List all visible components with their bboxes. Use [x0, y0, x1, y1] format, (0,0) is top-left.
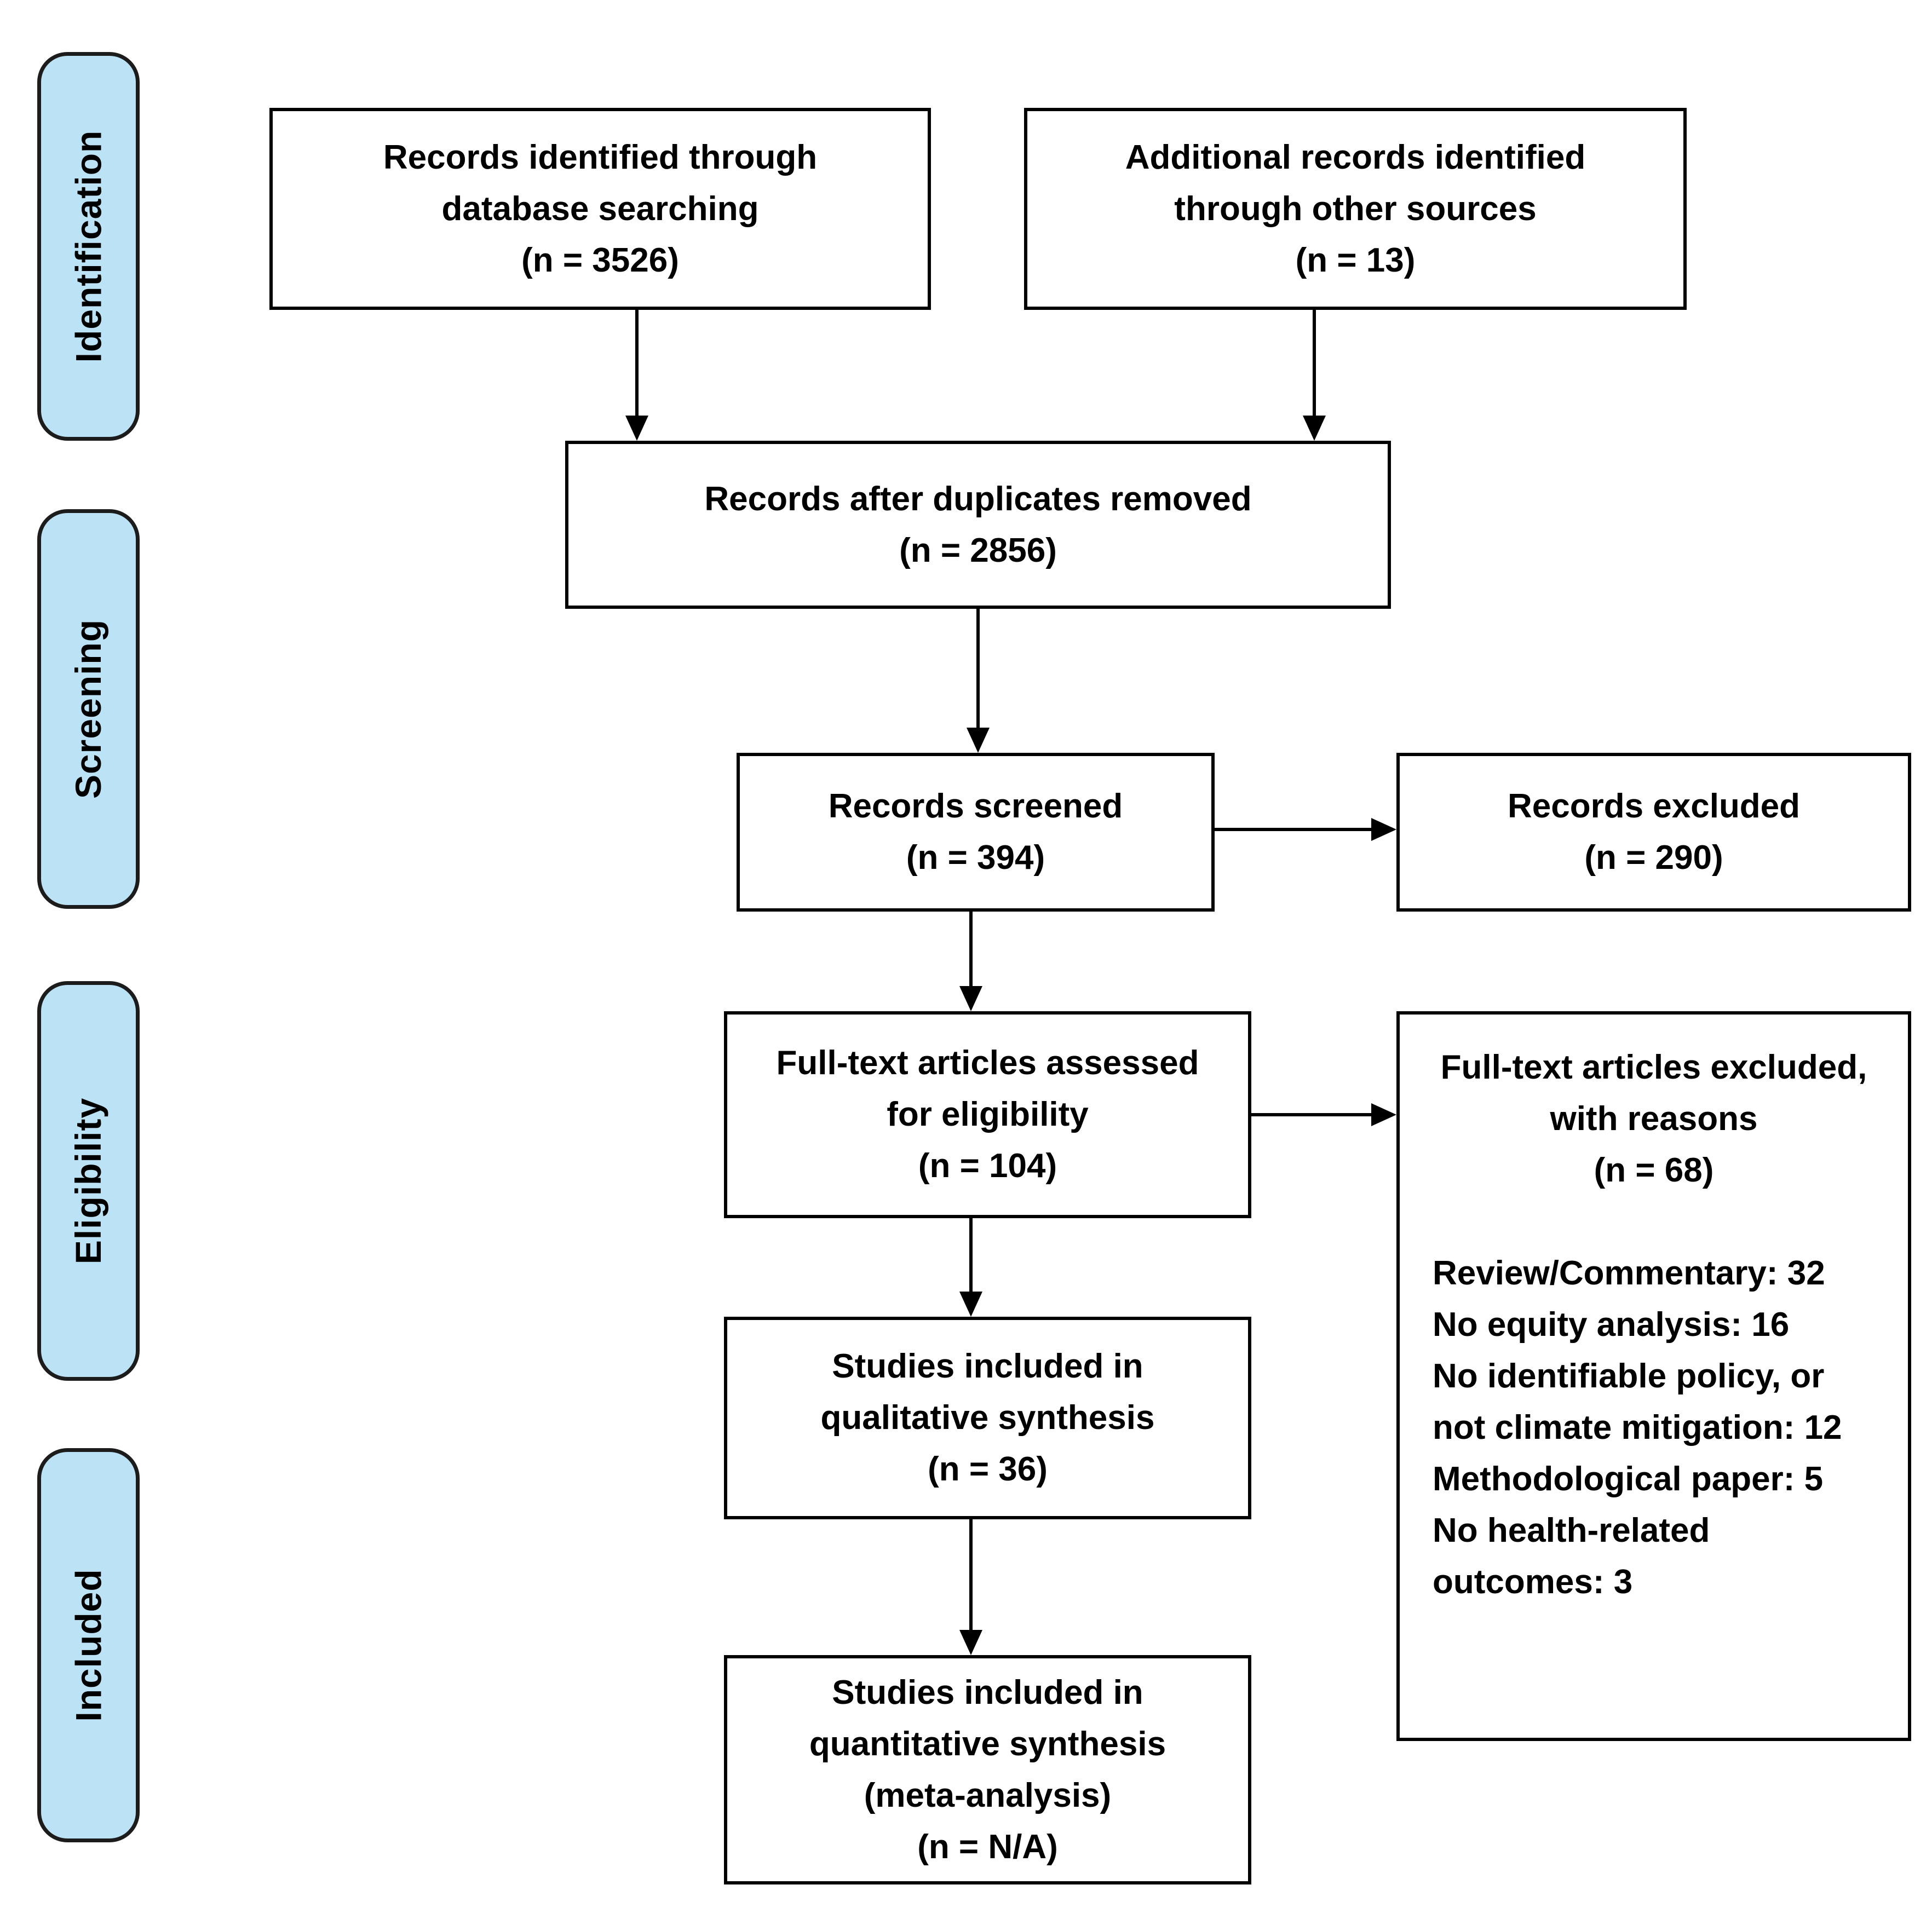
box-records-excluded-text: Records excluded (n = 290) — [1507, 787, 1801, 877]
box-fulltext-assessed-text: Full-text articles assessed for eligibil… — [776, 1044, 1199, 1185]
arrow-additional-to-dedup-icon — [1303, 310, 1326, 441]
box-fulltext-assessed: Full-text articles assessed for eligibil… — [724, 1011, 1251, 1218]
stage-included: Included — [37, 1448, 140, 1842]
box-qualitative-synthesis-text: Studies included in qualitative synthesi… — [820, 1347, 1155, 1488]
box-quantitative-synthesis-text: Studies included in quantitative synthes… — [809, 1673, 1166, 1866]
box-records-screened: Records screened (n = 394) — [737, 753, 1215, 912]
stage-identification-label: Identification — [68, 130, 109, 363]
box-additional-records-text: Additional records identified through ot… — [1125, 138, 1586, 279]
stage-identification: Identification — [37, 52, 140, 441]
box-quantitative-synthesis: Studies included in quantitative synthes… — [724, 1655, 1251, 1884]
stage-eligibility: Eligibility — [37, 981, 140, 1381]
box-fulltext-excluded-title: Full-text articles excluded, with reason… — [1440, 1048, 1867, 1189]
arrow-screened-to-fulltext-icon — [959, 912, 982, 1011]
stage-included-label: Included — [68, 1569, 109, 1722]
stage-screening-label: Screening — [68, 619, 109, 799]
box-records-excluded: Records excluded (n = 290) — [1396, 753, 1911, 912]
arrow-fulltext-to-excluded-icon — [1251, 1103, 1396, 1126]
arrow-dedup-to-screened-icon — [967, 609, 990, 753]
stage-screening: Screening — [37, 509, 140, 909]
arrow-identified-to-dedup-icon — [625, 310, 648, 441]
box-duplicates-removed-text: Records after duplicates removed (n = 28… — [704, 480, 1252, 569]
box-additional-records: Additional records identified through ot… — [1024, 108, 1687, 310]
box-records-screened-text: Records screened (n = 394) — [828, 787, 1123, 877]
box-records-identified-text: Records identified through database sear… — [383, 138, 818, 279]
box-fulltext-excluded: Full-text articles excluded, with reason… — [1396, 1011, 1911, 1741]
box-records-identified: Records identified through database sear… — [269, 108, 931, 310]
arrow-fulltext-to-qualitative-icon — [959, 1218, 982, 1317]
arrow-qualitative-to-quantitative-icon — [959, 1519, 982, 1655]
stage-eligibility-label: Eligibility — [68, 1097, 109, 1265]
arrow-screened-to-excluded-icon — [1215, 818, 1396, 841]
box-duplicates-removed: Records after duplicates removed (n = 28… — [565, 441, 1391, 609]
box-fulltext-excluded-reasons: Review/Commentary: 32 No equity analysis… — [1433, 1254, 1842, 1601]
box-qualitative-synthesis: Studies included in qualitative synthesi… — [724, 1317, 1251, 1519]
